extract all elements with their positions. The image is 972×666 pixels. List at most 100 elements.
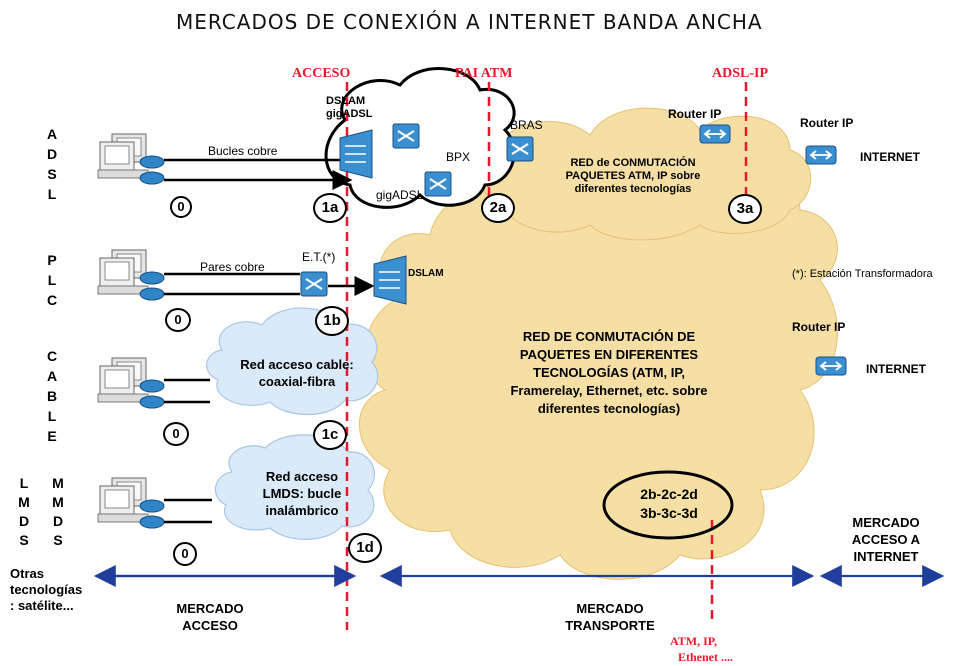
otras-line: tecnologías	[10, 582, 83, 597]
red-cable-line: Red acceso cable:	[240, 357, 354, 372]
red-atm-line: PAQUETES ATM, IP sobre	[565, 170, 701, 182]
red-conmutacion-main-text: RED DE CONMUTACIÓN DE PAQUETES EN DIFERE…	[468, 328, 750, 418]
points-ellipse	[602, 470, 734, 540]
boundary-adsl-ip-label: ADSL-IP	[712, 66, 769, 81]
mercado-acceso-label: MERCADO ACCESO	[160, 600, 260, 634]
red-main-line: PAQUETES EN DIFERENTES	[519, 347, 699, 362]
row-letter: L	[19, 475, 29, 491]
row-letter: E	[47, 428, 57, 444]
red-main-line: Framerelay, Ethernet, etc. sobre	[510, 383, 708, 398]
row-letter: M	[52, 494, 64, 510]
boundary-atm-ip-label-2: Ethenet ....	[678, 650, 733, 664]
gigadsl-label: gigADSL	[376, 188, 424, 202]
red-lmds-text: Red acceso LMDS: bucle inalámbrico	[232, 468, 372, 519]
red-main-line: RED DE CONMUTACIÓN DE	[522, 329, 696, 344]
red-atm-line: RED de CONMUTACIÓN	[570, 157, 696, 169]
atm-switch-icon	[391, 122, 421, 150]
row-letter: M	[18, 494, 30, 510]
bras-icon	[505, 135, 535, 163]
row-letter: A	[46, 126, 58, 142]
plc-computer	[97, 249, 165, 301]
boundary-pai-atm-label: PAI ATM	[455, 66, 513, 81]
row-letter: D	[46, 146, 58, 162]
dslam-gigadsl-icon	[339, 129, 373, 179]
marker-2a: 2a	[481, 193, 515, 223]
red-lmds-line: LMDS: bucle	[262, 486, 342, 501]
row-label-adsl: A D S L	[44, 124, 60, 204]
row-letter: P	[47, 252, 57, 268]
row-label-plc: P L C	[44, 250, 60, 310]
mercado-internet-line: ACCESO A	[851, 532, 921, 547]
row-letter: L	[47, 186, 57, 202]
otras-tecnologias-text: Otras tecnologías : satélite...	[10, 566, 82, 614]
points-line: 3b-3c-3d	[640, 505, 698, 521]
marker-1b: 1b	[315, 306, 349, 336]
row-letter: C	[46, 292, 58, 308]
bpx-switch-icon	[423, 170, 453, 198]
cable-computer	[97, 357, 165, 409]
row-letter: L	[47, 408, 57, 424]
red-main-line: diferentes tecnologías)	[537, 401, 681, 416]
internet-label-2: INTERNET	[866, 362, 926, 376]
marker-0-cable: 0	[163, 422, 189, 446]
et-transformer-icon	[299, 270, 329, 298]
dslam-icon	[373, 255, 407, 305]
mercado-internet-line: MERCADO	[852, 515, 920, 530]
row-letter: B	[46, 388, 58, 404]
row-letter: C	[46, 348, 58, 364]
row-label-lmds-left: L M D S	[16, 474, 32, 550]
red-cable-text: Red acceso cable: coaxial-fibra	[222, 356, 372, 390]
lmds-computer	[97, 477, 165, 529]
router-ip-label-3: Router IP	[792, 320, 846, 334]
lmds-cloud	[214, 434, 375, 540]
row-label-lmds-right: M M D S	[50, 474, 66, 550]
red-lmds-line: Red acceso	[265, 469, 339, 484]
router-ip-icon-3	[815, 356, 847, 376]
mercado-internet-label: MERCADO ACCESO A INTERNET	[826, 514, 946, 565]
row-letter: D	[18, 513, 30, 529]
internet-label-1: INTERNET	[860, 150, 920, 164]
marker-0-lmds: 0	[173, 542, 197, 566]
red-main-line: TECNOLOGÍAS (ATM, IP,	[533, 365, 685, 380]
dslam-label: DSLAM	[408, 268, 444, 279]
router-ip-icon-1	[699, 124, 731, 144]
row-letter: S	[19, 532, 29, 548]
mercado-transporte-label: MERCADO TRANSPORTE	[550, 600, 670, 634]
otras-line: Otras	[10, 566, 44, 581]
boundary-atm-ip-label-1: ATM, IP,	[670, 634, 718, 648]
marker-3a: 3a	[728, 194, 762, 224]
marker-0-plc: 0	[165, 308, 191, 332]
dslam-gigadsl-label: DSLAM gigADSL	[326, 95, 372, 121]
boundary-acceso-label: ACCESO	[292, 66, 351, 81]
red-cable-line: coaxial-fibra	[258, 374, 336, 389]
row-letter: M	[52, 475, 64, 491]
router-ip-icon-2	[805, 145, 837, 165]
bpx-label: BPX	[446, 150, 471, 164]
mercado-transporte-line: MERCADO	[576, 601, 644, 616]
points-line: 2b-2c-2d	[640, 486, 698, 502]
row-letter: A	[46, 368, 58, 384]
page-title: MERCADOS DE CONEXIÓN A INTERNET BANDA AN…	[176, 10, 763, 34]
pares-cobre-label: Pares cobre	[200, 260, 265, 274]
mercado-acceso-line: ACCESO	[182, 618, 238, 633]
bras-label: BRAS	[510, 118, 543, 132]
red-conmutacion-atm-text: RED de CONMUTACIÓN PAQUETES ATM, IP sobr…	[548, 157, 718, 196]
adsl-computer	[97, 133, 165, 185]
dslam-label-line: DSLAM	[326, 95, 366, 107]
row-letter: L	[47, 272, 57, 288]
mercado-transporte-line: TRANSPORTE	[565, 618, 655, 633]
et-label: E.T.(*)	[302, 250, 336, 264]
red-atm-line: diferentes tecnologías	[574, 183, 692, 195]
row-letter: S	[47, 166, 57, 182]
mercado-internet-line: INTERNET	[853, 549, 919, 564]
red-lmds-line: inalámbrico	[265, 503, 339, 518]
dslam-label-line: gigADSL	[326, 108, 373, 120]
row-letter: D	[52, 513, 64, 529]
points-2b-3d-text: 2b-2c-2d 3b-3c-3d	[614, 485, 724, 523]
row-letter: S	[53, 532, 63, 548]
row-label-cable: C A B L E	[44, 346, 60, 446]
bucles-cobre-label: Bucles cobre	[208, 144, 278, 158]
router-ip-label-2: Router IP	[800, 116, 854, 130]
